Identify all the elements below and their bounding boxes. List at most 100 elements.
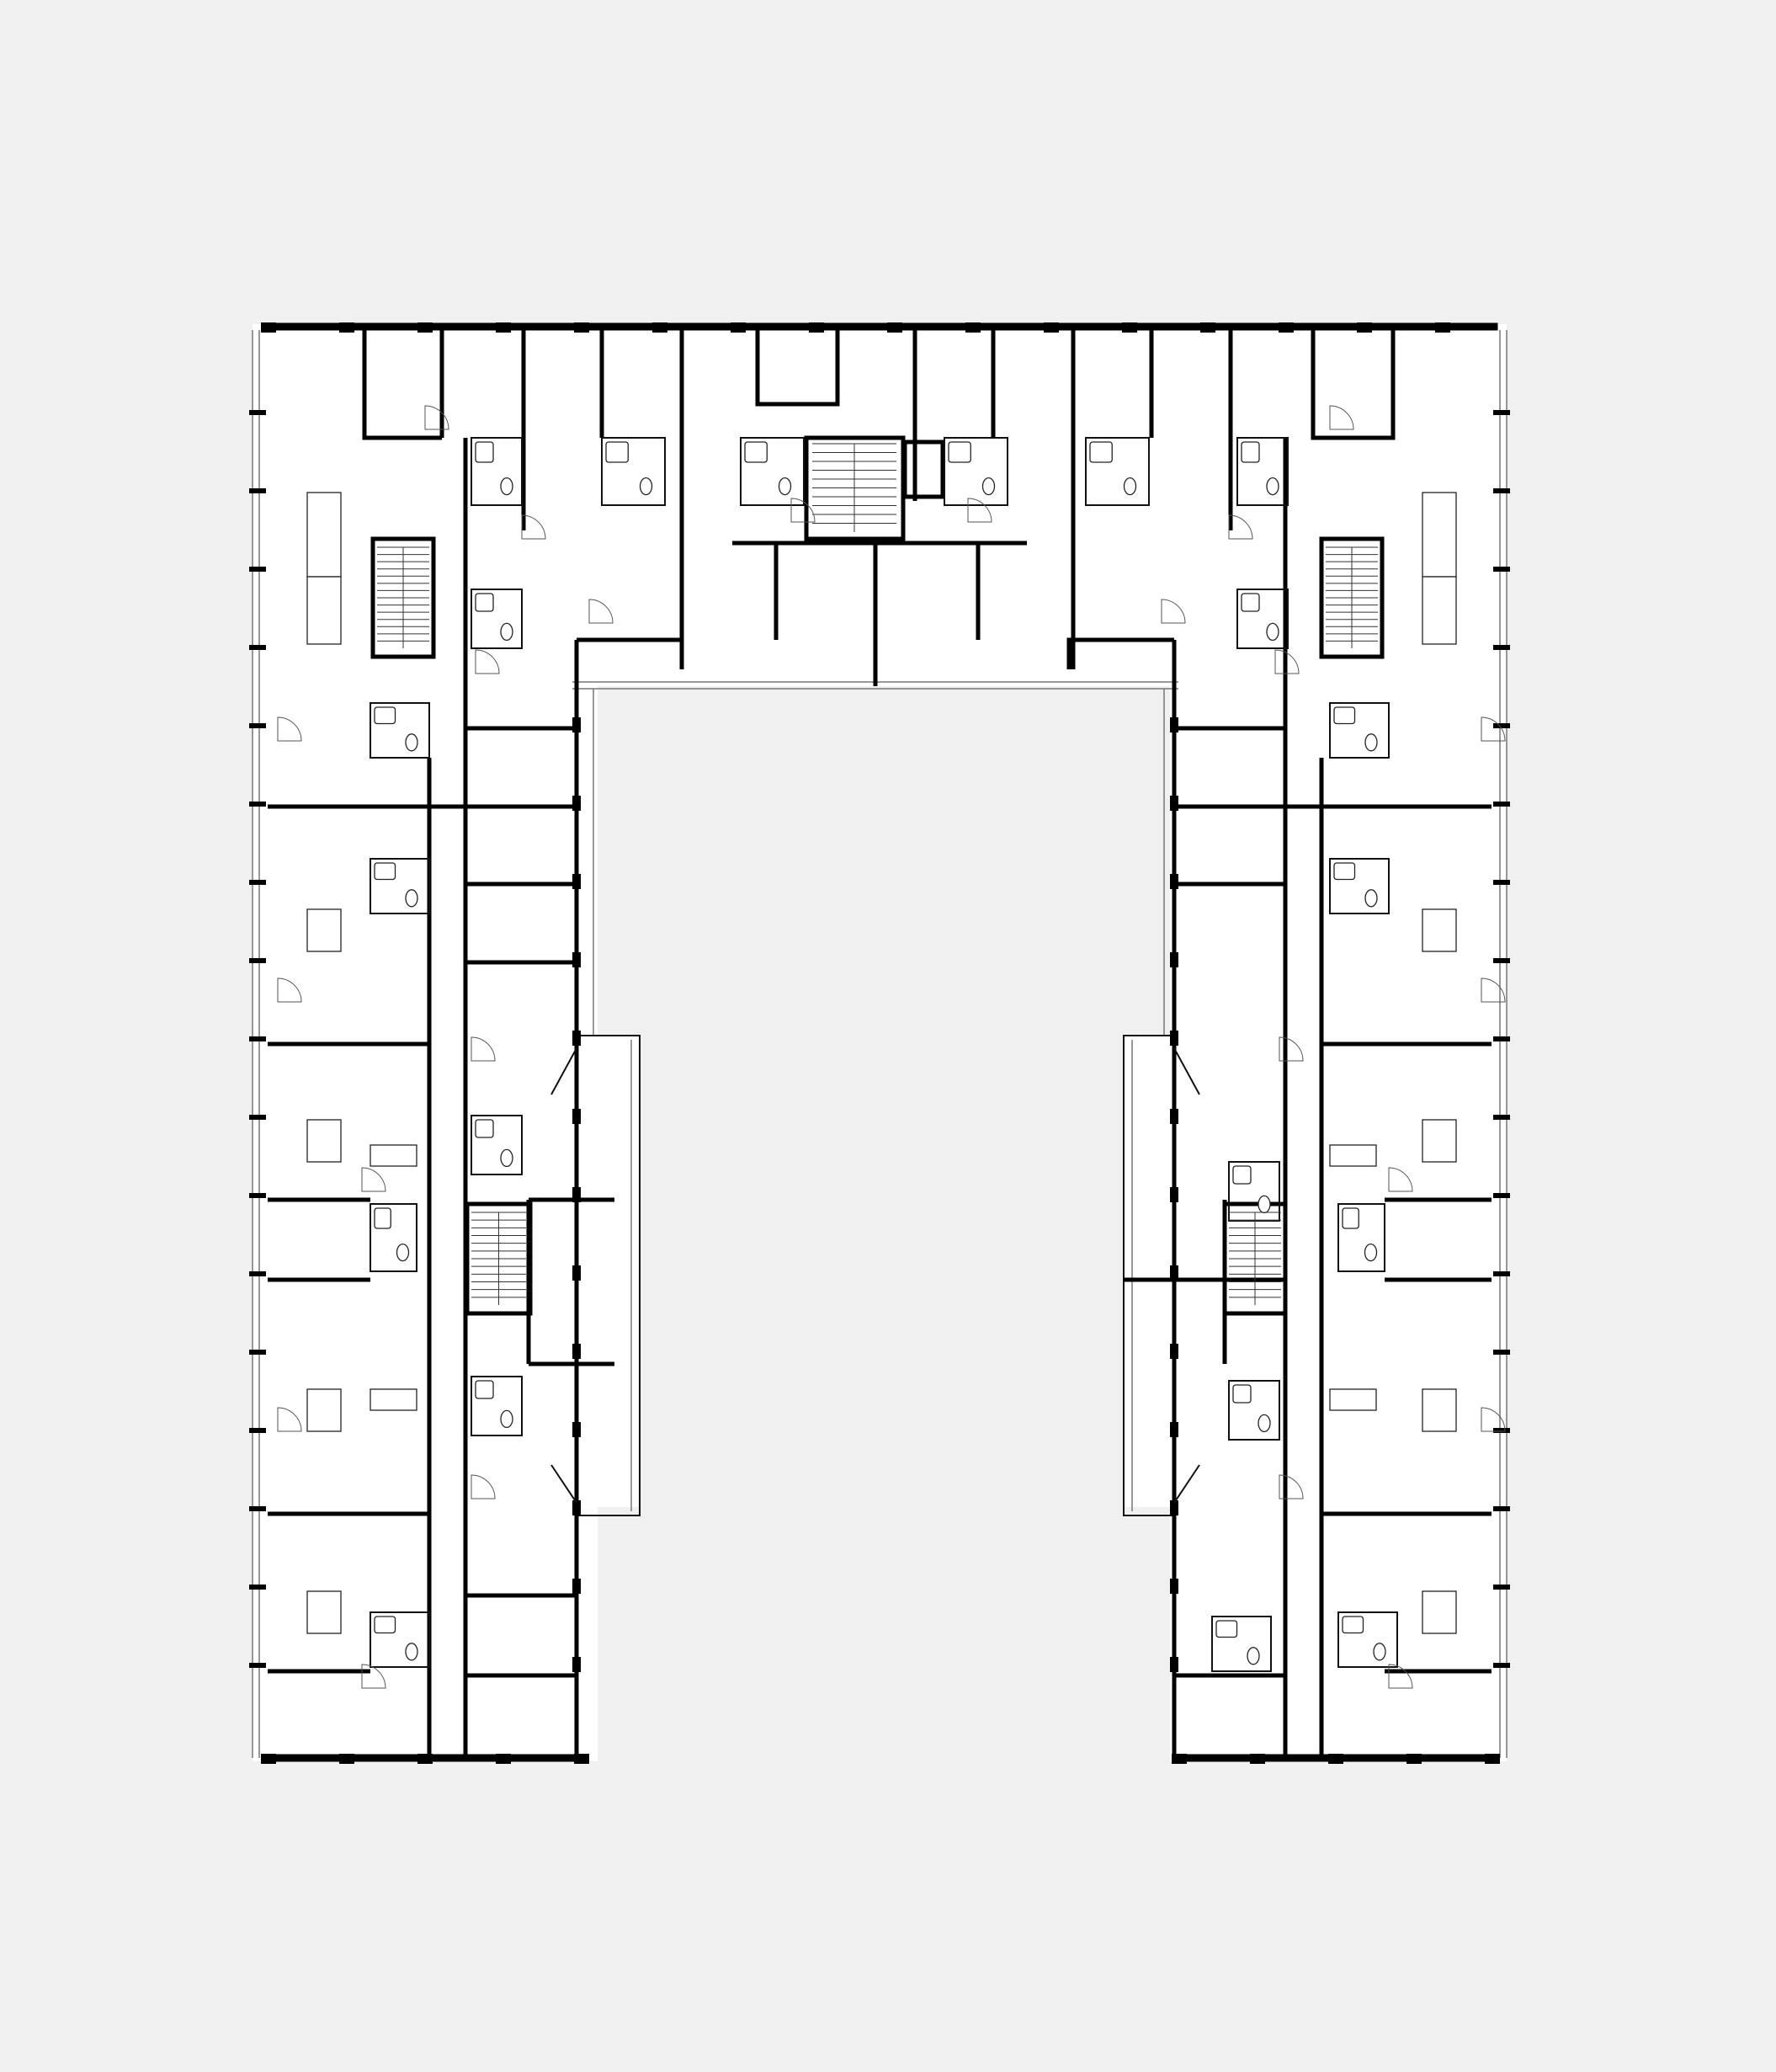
washbasin xyxy=(1241,593,1260,612)
washbasin xyxy=(1342,1207,1359,1229)
facade-pier xyxy=(652,322,667,333)
bathroom xyxy=(1228,1380,1280,1441)
facade-pier xyxy=(496,1754,511,1764)
washbasin xyxy=(1333,706,1356,725)
kitchen-counter xyxy=(1329,1144,1377,1167)
toilet xyxy=(1247,1647,1260,1665)
washbasin xyxy=(374,1616,396,1634)
bathroom xyxy=(471,589,523,649)
bathroom xyxy=(370,858,430,914)
toilet xyxy=(1364,1243,1378,1262)
door-swing xyxy=(424,405,449,430)
facade-pier xyxy=(887,322,902,333)
facade-pier xyxy=(249,410,266,415)
kitchen-counter xyxy=(1422,492,1457,578)
bathroom xyxy=(1085,437,1150,506)
facade-pier xyxy=(809,322,824,333)
facade-pier xyxy=(1170,1500,1178,1515)
door-swing xyxy=(361,1167,386,1192)
facade-pier xyxy=(249,1271,266,1276)
washbasin xyxy=(374,706,396,725)
facade-pier xyxy=(261,322,276,333)
door-swing xyxy=(1161,599,1186,624)
door-swing xyxy=(277,1407,302,1432)
facade-pier xyxy=(1170,1579,1178,1594)
kitchen-counter xyxy=(1422,576,1457,645)
bathroom xyxy=(370,1203,417,1272)
door-swings xyxy=(277,405,1506,1689)
facade-pier xyxy=(572,1109,581,1124)
facade-pier xyxy=(1493,645,1510,650)
washbasin xyxy=(605,441,629,463)
facade-pier xyxy=(1493,1506,1510,1511)
facade-pier xyxy=(1493,958,1510,963)
bathroom xyxy=(370,1611,430,1668)
toilet xyxy=(405,733,418,752)
facade-pier xyxy=(572,1344,581,1359)
facade-pier xyxy=(417,322,433,333)
facade-pier xyxy=(1170,874,1178,889)
facade-pier xyxy=(249,1585,266,1590)
kitchen-counter xyxy=(306,1388,342,1432)
facade-pier xyxy=(572,1579,581,1594)
facade-pier xyxy=(1493,1271,1510,1276)
facade-pier xyxy=(1485,1754,1500,1764)
bathroom xyxy=(1329,858,1390,914)
bathroom xyxy=(1236,589,1289,649)
facade-pier xyxy=(572,796,581,811)
door-swing xyxy=(361,1664,386,1689)
facade-pier xyxy=(574,1754,589,1764)
facade-pier xyxy=(249,958,266,963)
bathroom xyxy=(471,1115,523,1175)
facade-pier xyxy=(1044,322,1059,333)
facade-pier xyxy=(1170,717,1178,732)
toilet xyxy=(500,1409,513,1429)
facade-pier xyxy=(574,322,589,333)
facade-pier xyxy=(249,645,266,650)
bathroom xyxy=(601,437,666,506)
facade-pier xyxy=(1170,1187,1178,1202)
facade-pier xyxy=(1435,322,1450,333)
facade-pier xyxy=(1170,1265,1178,1281)
door-swing xyxy=(1228,514,1253,540)
facade-pier xyxy=(1170,796,1178,811)
door-swing xyxy=(471,1036,496,1062)
facade-pier xyxy=(731,322,746,333)
kitchen-counter xyxy=(370,1388,417,1411)
toilet xyxy=(639,477,653,496)
facade-pier xyxy=(249,1350,266,1355)
bathroom xyxy=(740,437,805,506)
facade-pier xyxy=(1406,1754,1422,1764)
door-swing xyxy=(277,977,302,1003)
washbasin xyxy=(1215,1620,1238,1638)
washbasin xyxy=(374,1207,391,1229)
washbasin xyxy=(475,1380,494,1399)
door-swing xyxy=(967,498,992,523)
washbasin xyxy=(475,1119,494,1138)
facade-pier xyxy=(1493,802,1510,807)
washbasin xyxy=(1232,1165,1252,1185)
door-swing xyxy=(1388,1167,1413,1192)
facade-pier xyxy=(249,880,266,885)
bathroom xyxy=(471,1376,523,1436)
bathroom xyxy=(1211,1616,1272,1672)
interior-walls xyxy=(268,330,1492,1758)
door-swing xyxy=(475,649,500,674)
facade-pier xyxy=(1493,1663,1510,1668)
facade-pier xyxy=(1250,1754,1265,1764)
facade-pier xyxy=(339,322,354,333)
bathroom xyxy=(471,437,523,506)
facade-pier xyxy=(572,952,581,967)
door-swing xyxy=(1329,405,1354,430)
facade-pier xyxy=(572,1031,581,1046)
facade-pier xyxy=(965,322,981,333)
facade-pier xyxy=(249,567,266,572)
facade-pier xyxy=(1170,1657,1178,1672)
facade-pier xyxy=(572,1500,581,1515)
facade-pier xyxy=(249,1506,266,1511)
facade-pier xyxy=(261,1754,276,1764)
bathroom xyxy=(1236,437,1289,506)
facade-pier xyxy=(1170,952,1178,967)
facade-pier xyxy=(1493,488,1510,493)
bathroom xyxy=(1228,1161,1280,1222)
